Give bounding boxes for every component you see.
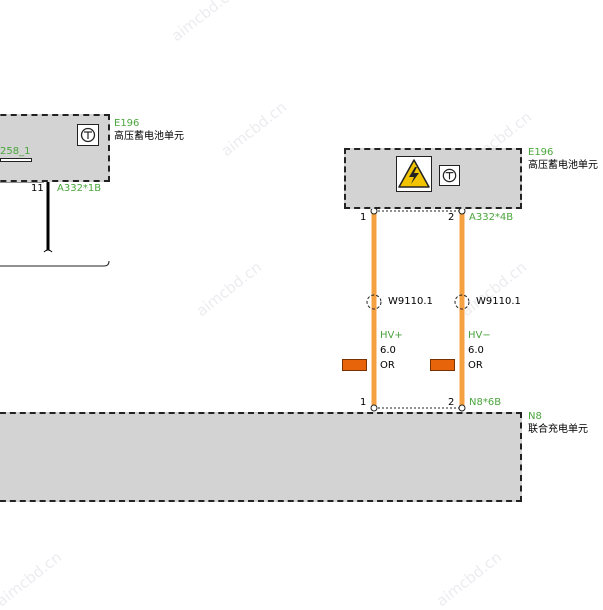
bottom-unit-name: 联合充电单元 — [528, 424, 588, 435]
left-bracket — [0, 260, 110, 267]
wire-1-color-marker — [342, 359, 367, 371]
wire-1-color-code: OR — [380, 360, 395, 371]
wire-2-name: HV− — [468, 330, 491, 341]
high-voltage-warning-icon — [396, 156, 432, 192]
pin-end — [458, 404, 466, 412]
splice-marker-2 — [454, 294, 470, 310]
right-battery-unit-box — [344, 148, 522, 209]
splice-1-label: W9110.1 — [388, 296, 433, 307]
bottom-connector-label: N8*6B — [469, 397, 502, 408]
bottom-unit-pin-2: 2 — [448, 397, 455, 408]
bottom-unit-pin-1: 1 — [360, 397, 367, 408]
pin-end — [370, 404, 378, 412]
right-connector-label: A332*4B — [469, 212, 514, 223]
left-unit-id: E196 — [114, 118, 140, 129]
wire-1-size: 6.0 — [380, 345, 396, 356]
wire-2-size: 6.0 — [468, 345, 484, 356]
left-connector-label: A332*1B — [57, 183, 102, 194]
motor-controller-icon — [77, 124, 99, 146]
bottom-unit-id: N8 — [528, 411, 542, 422]
right-unit-id: E196 — [528, 147, 554, 158]
left-unit-pin: 11 — [31, 183, 44, 194]
wire-2-color-code: OR — [468, 360, 483, 371]
right-unit-pin-1: 1 — [360, 212, 367, 223]
right-unit-pin-2: 2 — [448, 212, 455, 223]
wire-1-name: HV+ — [380, 330, 403, 341]
left-signal-label: 258_1 — [0, 146, 31, 157]
right-unit-name: 高压蓄电池单元 — [528, 160, 598, 171]
signal-connector-block — [0, 158, 32, 162]
wire-break-mark — [43, 249, 53, 253]
left-unit-name: 高压蓄电池单元 — [114, 131, 184, 142]
wire-2-color-marker — [430, 359, 455, 371]
motor-controller-icon — [439, 165, 460, 186]
splice-marker-1 — [366, 294, 382, 310]
splice-2-label: W9110.1 — [476, 296, 521, 307]
combined-charging-unit-box — [0, 412, 522, 502]
